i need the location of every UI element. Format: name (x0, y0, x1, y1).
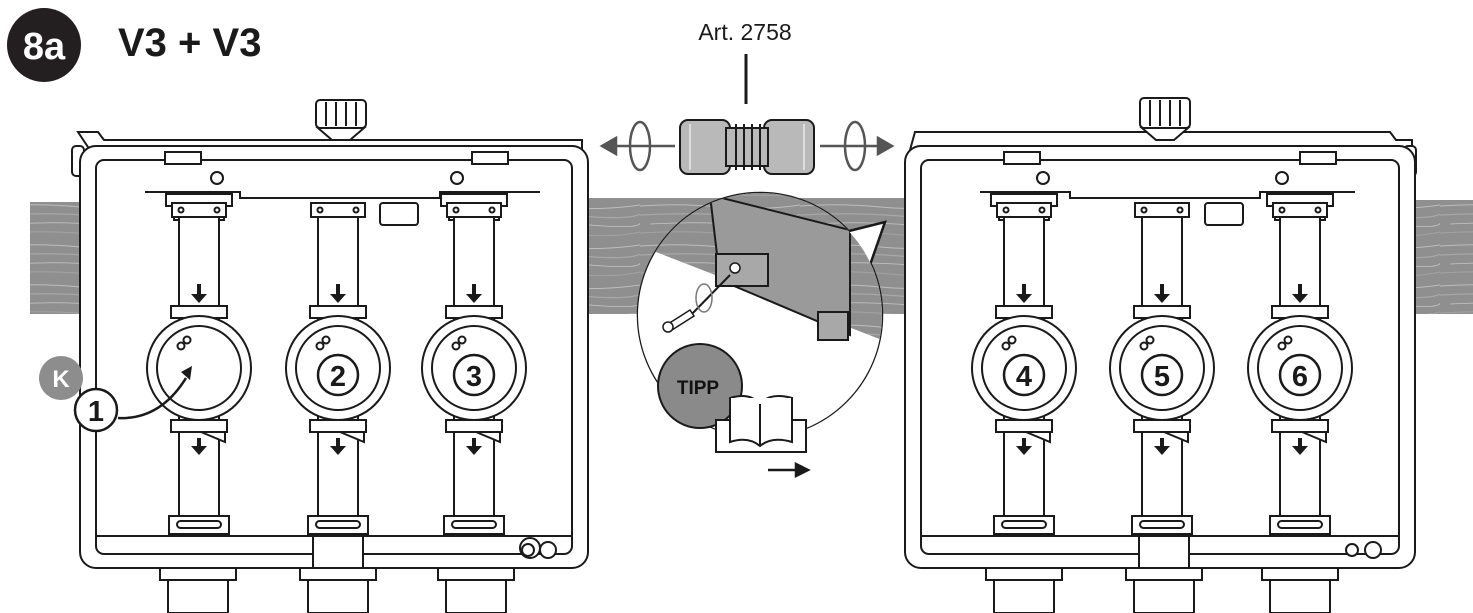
valve-4: 4 (971, 193, 1077, 535)
step-badge-label: 8a (23, 26, 66, 68)
valve-6: 6 (1247, 193, 1353, 535)
valve-3: 3 (421, 193, 527, 535)
connector-label: Art. 2758 (698, 19, 791, 45)
valve-number-badge-1 (73, 387, 119, 433)
valve-1 (146, 193, 252, 535)
wood-beam-right (1410, 200, 1473, 314)
tip-badge (657, 343, 743, 429)
slide-arrow-icon (768, 461, 811, 479)
valve-2: 2 (285, 202, 391, 535)
valve-number-2: 2 (330, 361, 346, 393)
wood-beam-left (30, 202, 85, 314)
valve-number-3: 3 (466, 361, 482, 393)
valve-number-6: 6 (1292, 361, 1308, 393)
valve-number-1: 1 (88, 396, 104, 428)
key-badge-label: K (52, 366, 70, 393)
step-badge (7, 8, 81, 82)
valve-stacks: 2 3 4 5 6 1 (73, 193, 1353, 535)
book-icon (715, 395, 807, 453)
valve-5: 5 (1109, 202, 1215, 535)
screw-icon (662, 283, 713, 333)
rotate-arrows (599, 120, 895, 172)
valve-number-5: 5 (1154, 361, 1170, 393)
key-badge (39, 356, 83, 400)
step-title: V3 + V3 (118, 21, 261, 65)
valve-number-4: 4 (1016, 361, 1032, 393)
callout-arrow (117, 377, 188, 420)
tip-label: TIPP (677, 378, 720, 399)
connector-coupling (679, 54, 815, 175)
